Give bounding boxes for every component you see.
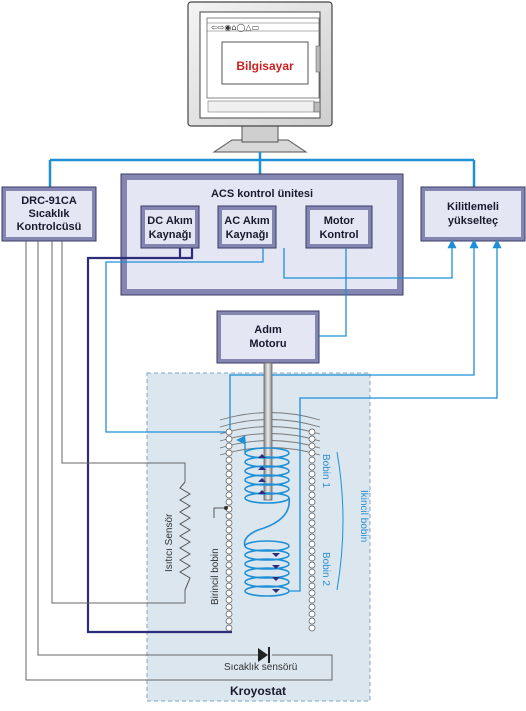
- stepper-line2: Motoru: [249, 338, 286, 350]
- current-direction-markers: [258, 454, 280, 593]
- primary-coil-left-wall: [225, 428, 233, 632]
- drc-line1: DRC-91CA: [21, 195, 77, 207]
- toolbar-icons: ⇦⇨◉⌂◯△▭: [211, 23, 259, 32]
- lockin-amplifier: Kilitlemeli yükselteç: [420, 186, 526, 242]
- temp-sensor-label: Sıcaklık sensörü: [224, 662, 297, 673]
- drc-temperature-controller: DRC-91CA Sıcaklık Kontrolcüsü: [1, 186, 97, 242]
- motor-control-line1: Motor: [324, 215, 355, 227]
- drc-line2: Sıcaklık: [29, 208, 71, 220]
- ac-source-line1: AC Akım: [224, 215, 270, 227]
- sample-rod: [263, 362, 273, 501]
- dc-source-line2: Kaynağı: [149, 229, 192, 241]
- lockin-line2: yükselteç: [448, 215, 498, 227]
- computer-label: Bilgisayar: [236, 59, 294, 73]
- drc-wiring: [25, 241, 333, 681]
- stepper-motor: Adım Motoru: [216, 310, 320, 364]
- primary-coil-label: Birincil bobin: [210, 548, 221, 605]
- wire-dc-primary: [86, 248, 232, 634]
- drc-line3: Kontrolcüsü: [17, 221, 82, 233]
- network-bus: [48, 152, 476, 187]
- wire-lockin-left: [229, 239, 479, 432]
- wire-ac-primary: [105, 248, 264, 433]
- wire-lockin-right: [322, 239, 502, 399]
- primary-coil-pointer-dot: [224, 506, 228, 510]
- ac-source-line2: Kaynağı: [226, 229, 269, 241]
- coil-2-label: Bobin 2: [320, 552, 331, 586]
- motor-control: Motor Kontrol: [305, 205, 373, 249]
- primary-coil-pointer: [213, 507, 226, 518]
- heater-resistor: [179, 481, 191, 591]
- coil-interconnect: [243, 497, 290, 547]
- acs-title: ACS kontrol ünitesi: [211, 188, 313, 200]
- cryostat-label: Kroyostat: [230, 684, 286, 698]
- wire-motor-control-stepper: [319, 248, 347, 337]
- primary-coil-right-wall: [308, 428, 316, 632]
- motor-control-line2: Kontrol: [319, 229, 358, 241]
- ac-current-source: AC Akım Kaynağı: [217, 205, 277, 249]
- dc-source-line1: DC Akım: [147, 215, 193, 227]
- heater-sensor-label: Isıtıcı Sensör: [164, 513, 175, 572]
- coil-lead-bottom: [289, 397, 322, 592]
- cryostat-region: [146, 372, 371, 702]
- secondary-coil-bracket: [336, 451, 344, 591]
- temperature-sensor-diode: [258, 647, 270, 663]
- coil-1-label: Bobin 1: [320, 454, 331, 488]
- coil-1: [244, 447, 290, 504]
- wire-ac-lockin: [283, 239, 457, 279]
- coil-lead-top: [236, 435, 246, 453]
- secondary-coil-label: İkincil bobin: [358, 490, 371, 542]
- lockin-line1: Kilitlemeli: [447, 201, 499, 213]
- stepper-line1: Adım: [254, 324, 282, 336]
- dc-current-source: DC Akım Kaynağı: [140, 205, 200, 249]
- computer-monitor: Bilgisayar ⇦⇨◉⌂◯△▭: [187, 1, 333, 153]
